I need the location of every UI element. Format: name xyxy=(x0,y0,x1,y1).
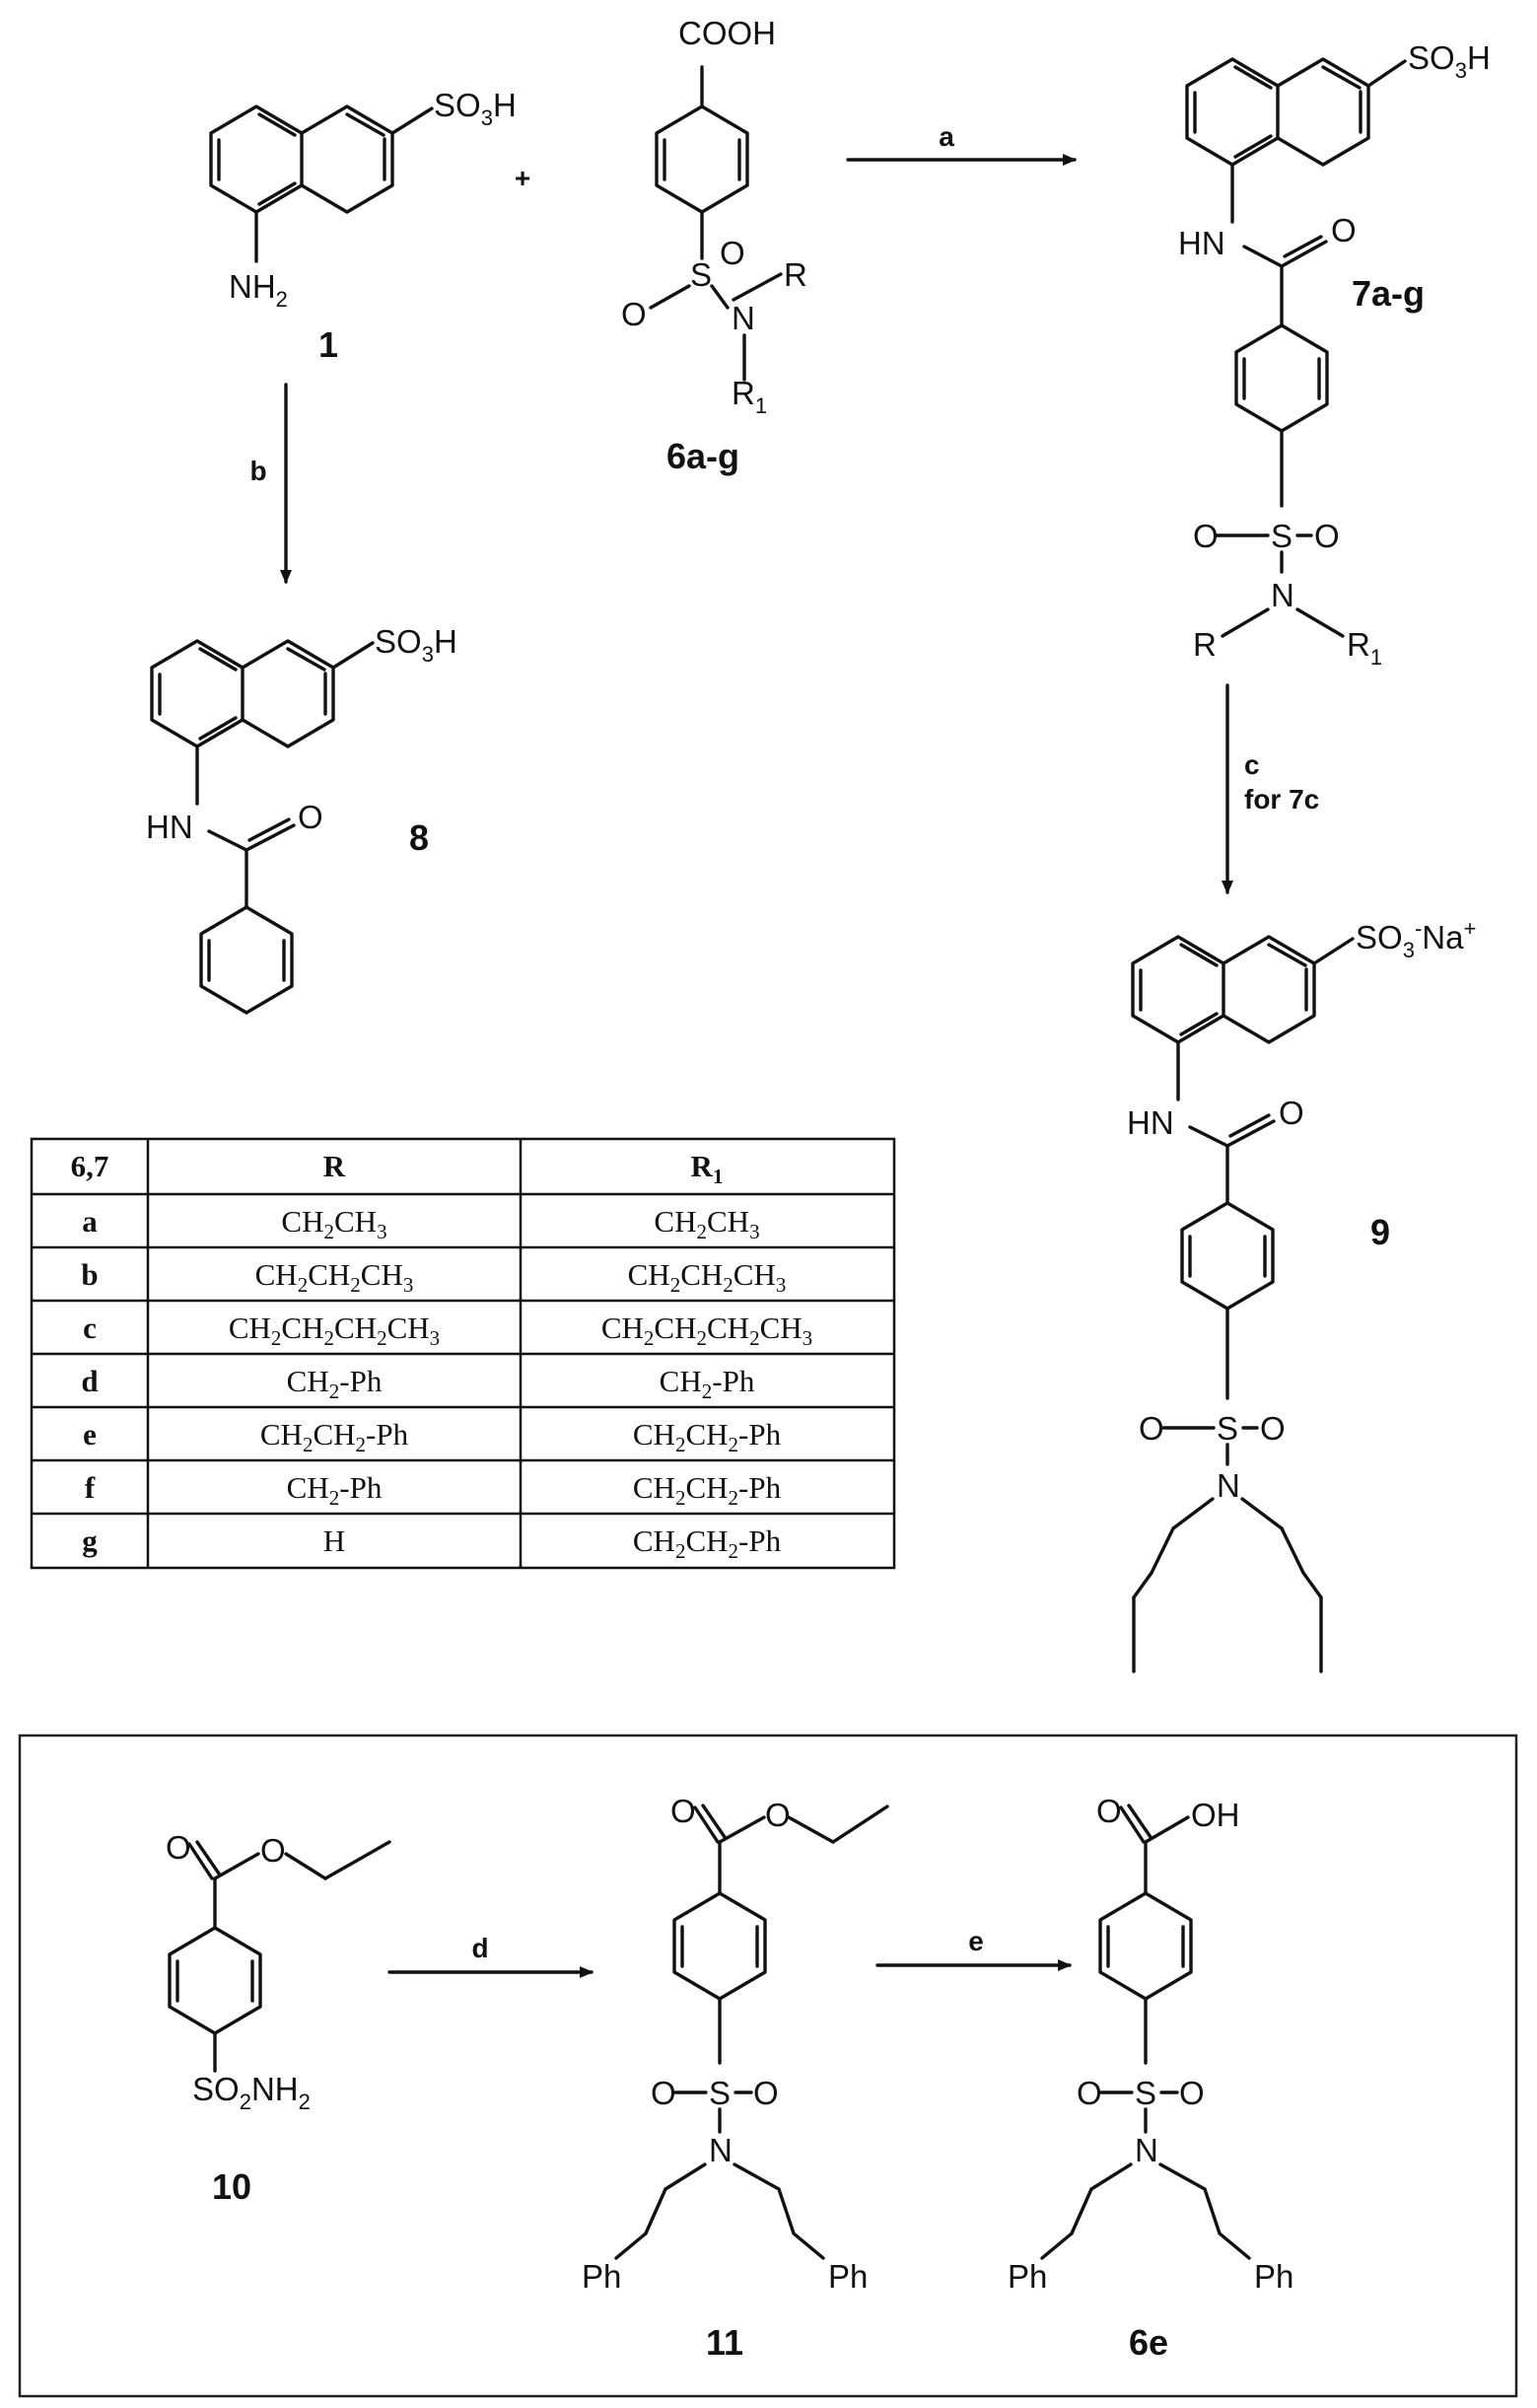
table-cell: CH2-Ph xyxy=(287,1470,383,1510)
table-cell: CH2CH2CH2CH3 xyxy=(229,1310,440,1350)
svg-text:N: N xyxy=(1271,577,1294,613)
condition-e: e xyxy=(968,1926,984,1956)
table-cell: CH2CH2CH3 xyxy=(628,1257,787,1297)
condition-a: a xyxy=(939,121,954,152)
svg-text:O: O xyxy=(670,1793,696,1829)
svg-text:SO2NH2: SO2NH2 xyxy=(192,2071,311,2114)
compound-label-9: 9 xyxy=(1370,1212,1390,1252)
svg-text:O: O xyxy=(765,1797,791,1833)
condition-c-note: for 7c xyxy=(1244,784,1319,814)
svg-text:SO3H: SO3H xyxy=(434,87,517,130)
svg-text:NH2: NH2 xyxy=(229,268,288,312)
svg-text:S: S xyxy=(709,2075,731,2111)
svg-text:Ph: Ph xyxy=(1254,2258,1293,2295)
svg-text:S: S xyxy=(1217,1410,1238,1447)
synthesis-box xyxy=(18,1734,1518,2398)
compound-1-structure: SO3H NH2 xyxy=(209,87,517,312)
svg-text:SO3H: SO3H xyxy=(375,623,457,667)
svg-text:N: N xyxy=(732,300,755,336)
compound-10-structure: O O SO2NH2 xyxy=(166,1829,391,2114)
svg-text:O: O xyxy=(753,2075,779,2111)
condition-d: d xyxy=(471,1933,488,1963)
compound-label-10: 10 xyxy=(212,2166,251,2207)
svg-text:R: R xyxy=(1193,626,1217,663)
svg-text:O: O xyxy=(1260,1410,1286,1447)
compound-label-11: 11 xyxy=(706,2322,743,2363)
svg-text:Ph: Ph xyxy=(1008,2258,1047,2295)
table-row-key: a xyxy=(82,1204,98,1239)
compound-9-structure: SO3-Na+ HN O O S O N xyxy=(1127,916,1476,1673)
svg-text:R1: R1 xyxy=(732,375,767,418)
svg-text:O: O xyxy=(1331,212,1357,248)
svg-text:HN: HN xyxy=(146,809,193,845)
svg-text:HN: HN xyxy=(1178,225,1225,261)
compound-6-structure: COOH S O O N R R1 xyxy=(621,15,807,418)
svg-text:O: O xyxy=(1193,518,1219,554)
table-row-key: g xyxy=(82,1523,98,1558)
svg-text:O: O xyxy=(298,799,323,835)
table-header-2: R xyxy=(323,1149,346,1183)
table-row-key: e xyxy=(83,1417,97,1452)
table-cell: CH2CH3 xyxy=(654,1204,759,1243)
svg-text:SO3-Na+: SO3-Na+ xyxy=(1356,916,1476,962)
svg-text:O: O xyxy=(166,1829,191,1866)
compound-label-8: 8 xyxy=(409,817,429,858)
svg-text:O: O xyxy=(1179,2075,1205,2111)
table-cell: CH2CH2-Ph xyxy=(633,1470,782,1510)
svg-text:N: N xyxy=(709,2132,733,2168)
compound-11-structure: O O O S O N Ph Ph xyxy=(582,1793,889,2295)
svg-text:O: O xyxy=(1279,1095,1304,1131)
table-cell: CH2CH2-Ph xyxy=(633,1417,782,1456)
svg-text:S: S xyxy=(1271,518,1292,554)
condition-c: c xyxy=(1244,749,1260,780)
table-header-3: R1 xyxy=(691,1149,724,1188)
table-cell: CH2CH2-Ph xyxy=(260,1417,409,1456)
compound-label-6e: 6e xyxy=(1129,2322,1168,2363)
compound-label-6a-g: 6a-g xyxy=(666,436,739,476)
compound-label-1: 1 xyxy=(318,324,338,365)
table-cell: H xyxy=(323,1523,345,1558)
svg-text:S: S xyxy=(690,256,712,293)
svg-text:O: O xyxy=(1077,2075,1102,2111)
table-cell: CH2-Ph xyxy=(287,1364,383,1403)
svg-text:N: N xyxy=(1135,2132,1158,2168)
svg-text:R: R xyxy=(784,256,807,293)
svg-text:S: S xyxy=(1135,2075,1156,2111)
compound-6e-structure: O OH O S O N Ph Ph xyxy=(1008,1793,1293,2295)
svg-text:R1: R1 xyxy=(1347,626,1382,670)
svg-text:N: N xyxy=(1217,1467,1240,1504)
svg-text:COOH: COOH xyxy=(678,15,776,51)
table-row-key: d xyxy=(81,1364,98,1398)
svg-text:O: O xyxy=(651,2075,676,2111)
table-header-1: 6,7 xyxy=(71,1149,109,1183)
svg-text:Ph: Ph xyxy=(582,2258,621,2295)
svg-text:HN: HN xyxy=(1127,1104,1174,1141)
svg-text:SO3H: SO3H xyxy=(1408,39,1491,83)
svg-text:O: O xyxy=(621,296,647,332)
table-cell: CH2CH2-Ph xyxy=(633,1523,782,1563)
table-cell: CH2CH2CH2CH3 xyxy=(601,1310,812,1350)
table-row-key: c xyxy=(83,1310,97,1345)
svg-text:OH: OH xyxy=(1191,1797,1240,1833)
svg-text:Ph: Ph xyxy=(828,2258,868,2295)
svg-text:O: O xyxy=(260,1832,286,1869)
table-cell: CH2-Ph xyxy=(660,1364,755,1403)
table-cell: CH2CH2CH3 xyxy=(255,1257,414,1297)
table-row-key: b xyxy=(81,1257,98,1292)
compound-8-structure: SO3H HN O xyxy=(146,623,457,1015)
svg-text:O: O xyxy=(1139,1410,1164,1447)
compound-label-7a-g: 7a-g xyxy=(1352,273,1425,314)
table-cell: CH2CH3 xyxy=(281,1204,386,1243)
svg-text:O: O xyxy=(1314,518,1340,554)
table-row-key: f xyxy=(85,1470,96,1505)
condition-b: b xyxy=(249,456,266,486)
plus-sign: + xyxy=(515,163,530,193)
svg-text:O: O xyxy=(1096,1793,1122,1829)
compound-7-structure: SO3H HN O O S O N R R1 xyxy=(1178,39,1491,670)
svg-text:O: O xyxy=(720,235,745,271)
